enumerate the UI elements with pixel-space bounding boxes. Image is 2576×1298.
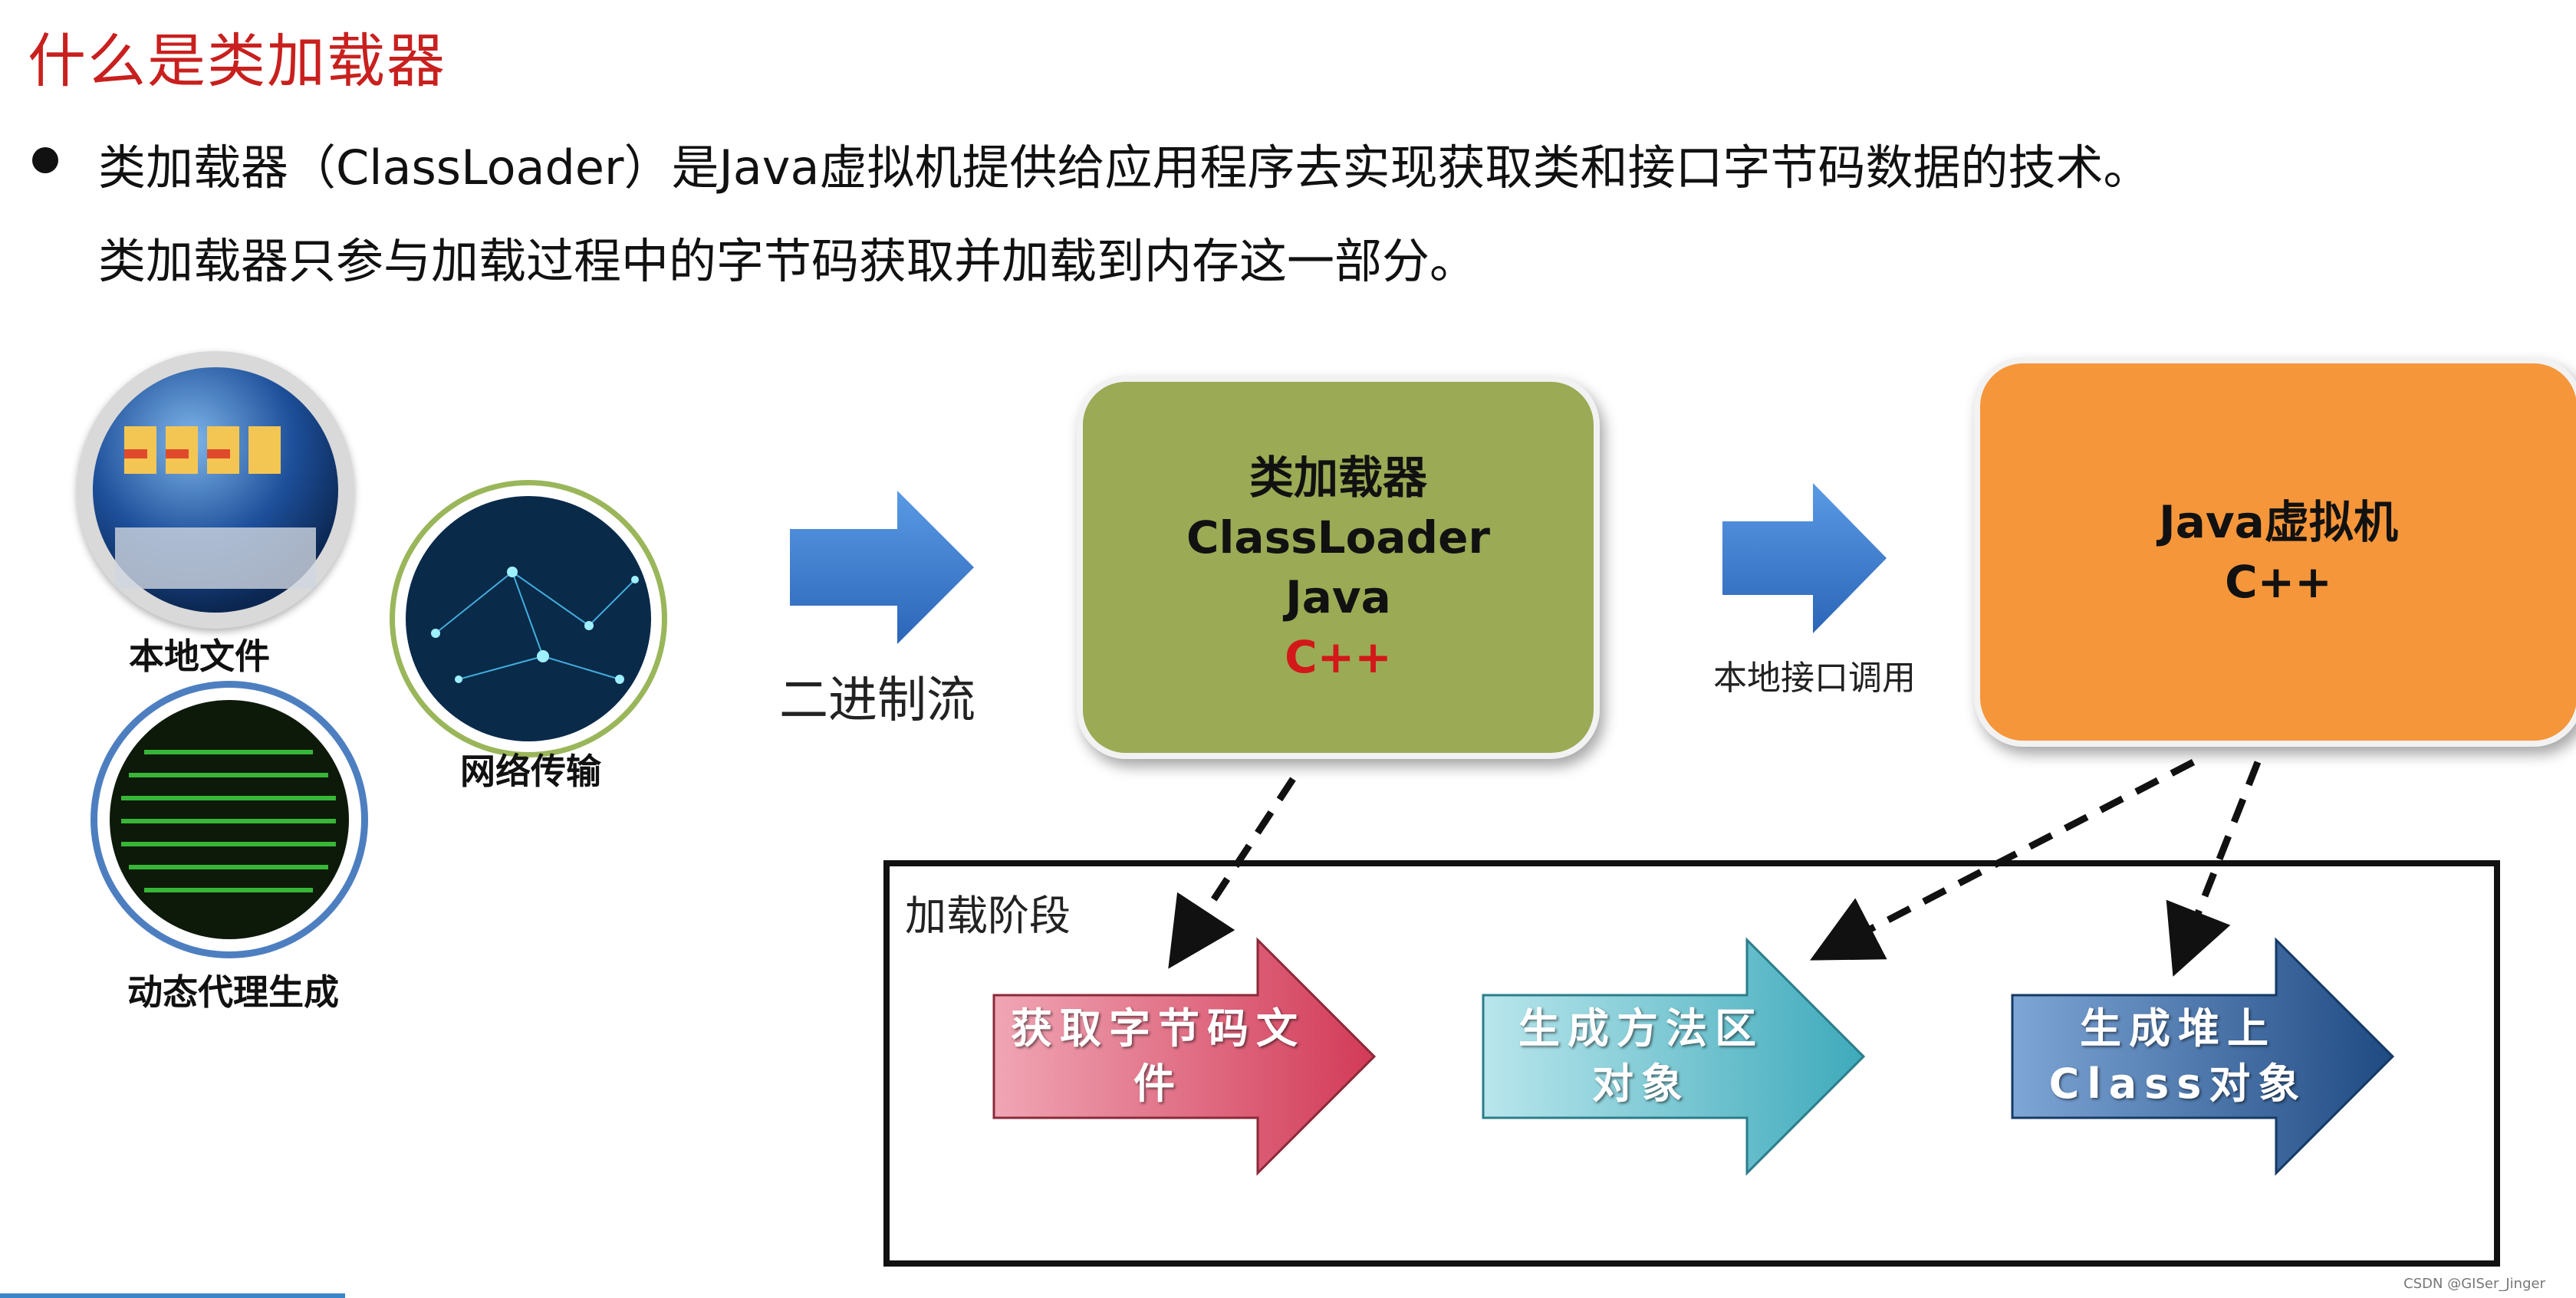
jvm-box: Java虚拟机 C++ <box>1974 357 2576 747</box>
loader-line-2: ClassLoader <box>1186 511 1491 564</box>
network-icon <box>390 480 667 757</box>
step1-label: 获取字节码文件 <box>1011 1004 1305 1108</box>
native-call-label: 本地接口调用 <box>1713 659 1916 698</box>
bullet-dot <box>32 147 58 173</box>
step3-arrow-icon <box>2011 937 2395 1176</box>
network-label: 网络传输 <box>460 751 601 792</box>
class-loader-box: 类加载器 ClassLoader Java C++ <box>1077 376 1600 759</box>
step2-label: 生成方法区对象 <box>1518 1004 1764 1108</box>
dynamic-proxy-label: 动态代理生成 <box>127 971 339 1013</box>
loader-line-1: 类加载器 <box>1249 452 1427 504</box>
jvm-line-1: Java虚拟机 <box>2159 496 2398 548</box>
local-file-label: 本地文件 <box>129 636 270 677</box>
step3-label: 生成堆上Class对象 <box>2048 1004 2308 1108</box>
jvm-line-2: C++ <box>2225 556 2332 608</box>
loading-stage-box <box>883 860 2500 1267</box>
binary-stream-arrow-icon <box>790 491 974 644</box>
local-file-icon <box>77 351 354 629</box>
step1-arrow-icon <box>992 937 1377 1176</box>
progress-line <box>0 1293 345 1298</box>
dynamic-proxy-icon <box>90 681 368 958</box>
page-title: 什么是类加载器 <box>28 27 446 95</box>
bullet-line-1: 类加载器（ClassLoader）是Java虚拟机提供给应用程序去实现获取类和接… <box>98 140 2151 196</box>
loader-line-4: C++ <box>1285 631 1392 683</box>
loader-line-3: Java <box>1285 571 1391 623</box>
bullet-line-2: 类加载器只参与加载过程中的字节码获取并加载到内存这一部分。 <box>98 233 1478 289</box>
step2-arrow-icon <box>1482 937 1866 1176</box>
binary-stream-label: 二进制流 <box>779 672 975 729</box>
native-call-arrow-icon <box>1722 483 1887 633</box>
loading-stage-label: 加载阶段 <box>905 892 1071 940</box>
watermark: CSDN @GISer_Jinger <box>2403 1276 2545 1292</box>
